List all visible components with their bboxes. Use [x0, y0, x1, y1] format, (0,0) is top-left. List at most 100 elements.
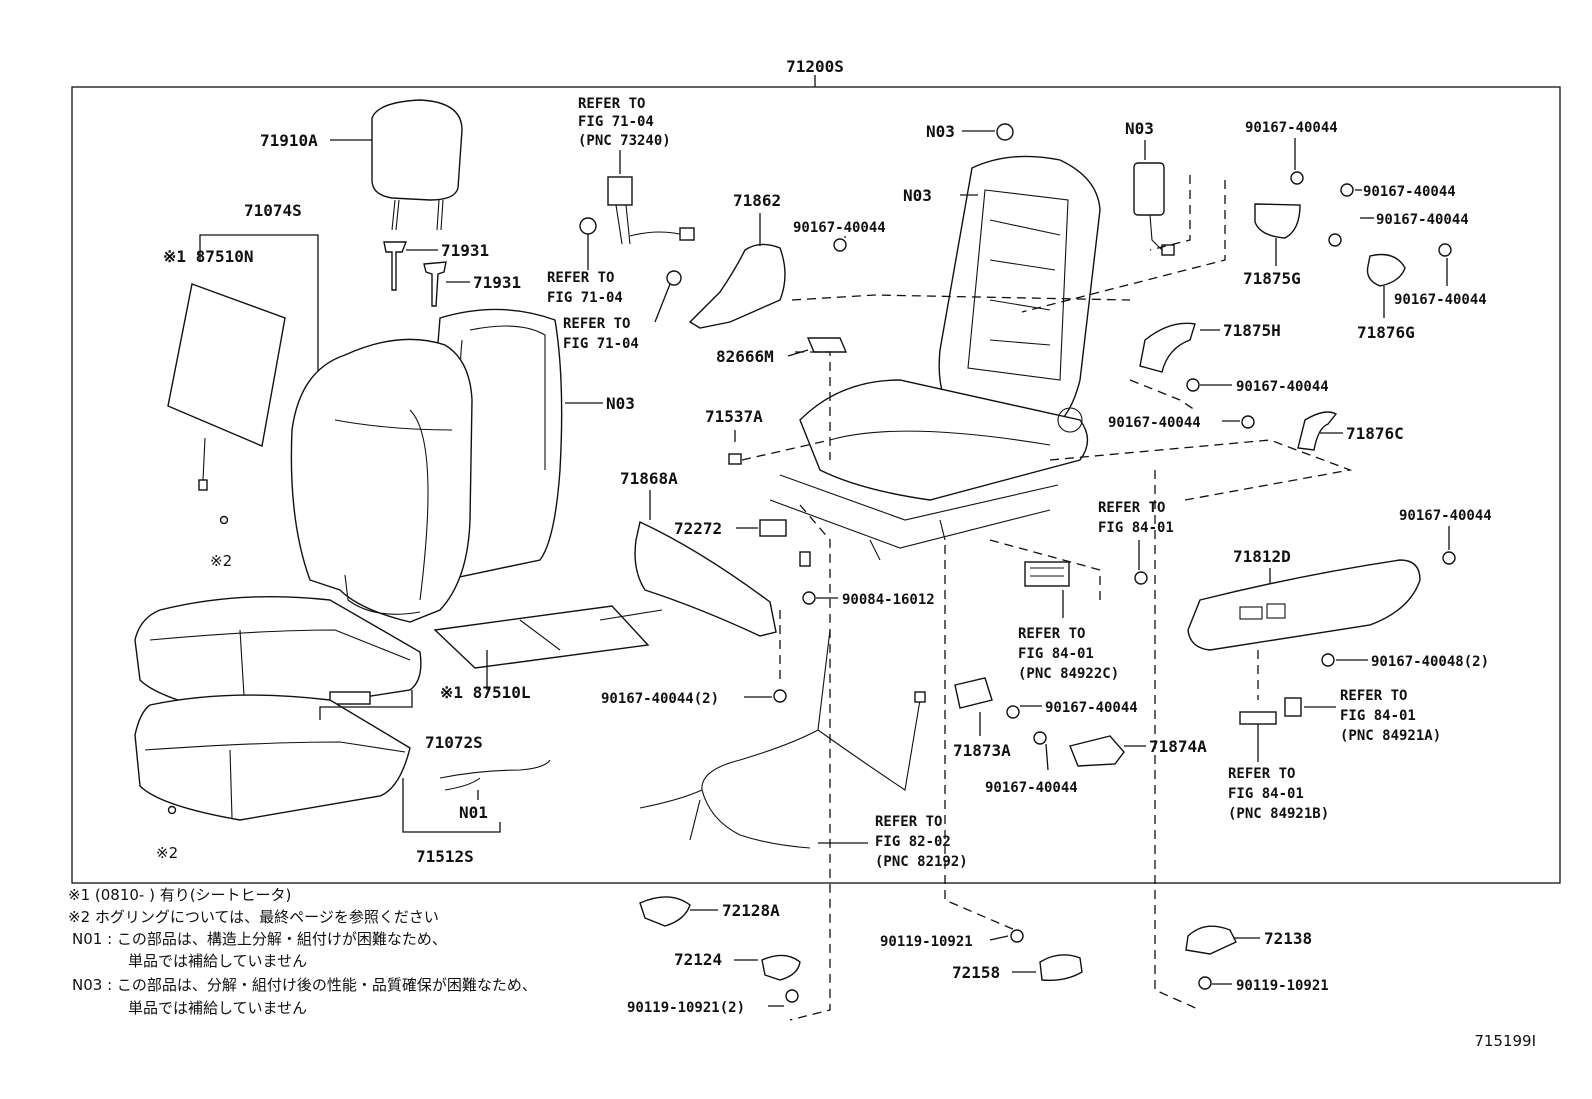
refer-71-04-b-line2: FIG 71-04 [547, 290, 623, 306]
connection-dashed-lines [741, 175, 1353, 1021]
refer-82-02-line2: FIG 82-02 [875, 834, 951, 850]
note-line-4: 単品では補給していません [128, 952, 307, 970]
refer-71-04-c-line2: FIG 71-04 [563, 336, 639, 352]
label-N01: N01 [459, 803, 488, 822]
refer-84-01-b-line3: (PNC 84922C) [1018, 666, 1119, 682]
clip-small-part [799, 551, 811, 567]
refer-84-01-b-line2: FIG 84-01 [1018, 646, 1094, 662]
label-90167-r3: 90167-40044 [1376, 212, 1469, 228]
bolt-r2-icon [1340, 183, 1354, 197]
label-90167-m2: 90167-40044 [985, 780, 1078, 796]
cover-71876C-part [1297, 411, 1338, 451]
label-N03-top: N03 [926, 122, 955, 141]
refer-84-01-d-line3: (PNC 84921B) [1228, 806, 1329, 822]
cover-72158-part [1039, 954, 1083, 982]
image-code: 715199I [1474, 1032, 1536, 1050]
label-90167-r7: 90167-40044 [1399, 508, 1492, 524]
switch-bracket-part [1024, 561, 1070, 587]
bolt-84-icon [1134, 571, 1148, 585]
label-N03-airbag: N03 [1125, 119, 1154, 138]
belt-anchor-nut-icon [666, 270, 682, 286]
label-71873A: 71873A [953, 741, 1011, 760]
hinge-cover-71875G-part [1254, 203, 1301, 239]
refer-82-02-line1: REFER TO [875, 814, 942, 830]
label-90167-r5: 90167-40044 [1236, 379, 1329, 395]
cover-71875H-part [1139, 322, 1196, 373]
refer-84-01-d-line1: REFER TO [1228, 766, 1295, 782]
label-90167-top-center: 90167-40044 [793, 220, 886, 236]
label-72272: 72272 [674, 519, 722, 538]
label-71876G: 71876G [1357, 323, 1415, 342]
clip-72272-part [759, 519, 787, 537]
label-90167-40048: 90167-40048(2) [1371, 654, 1489, 670]
cover-72138-part [1185, 925, 1237, 955]
label-90084: 90084-16012 [842, 592, 935, 608]
footnotes: ※1 (0810- ) 有り(シートヒータ) ※2 ホグリングについては、最終ペ… [68, 886, 537, 1017]
note-line-5: N03 : この部品は、分解・組付け後の性能・品質確保が困難なため、 [72, 976, 537, 994]
note-line-6: 単品では補給していません [128, 999, 307, 1017]
label-72128A: 72128A [722, 901, 780, 920]
note-line-1: ※1 (0810- ) 有り(シートヒータ) [68, 886, 291, 904]
note-line-2: ※2 ホグリングについては、最終ページを参照ください [68, 908, 439, 926]
cover-72124-part [761, 954, 801, 981]
recliner-cover-part [688, 243, 786, 329]
label-90167-40044-2: 90167-40044(2) [601, 691, 719, 707]
seat-belt-buckle-part [607, 176, 695, 245]
seat-back-pad-part [290, 338, 473, 623]
bolt-icon [833, 238, 847, 252]
label-90167-r2: 90167-40044 [1363, 184, 1456, 200]
seat-wire-n01-part [439, 759, 551, 791]
label-71875G: 71875G [1243, 269, 1301, 288]
refer-82-02-line3: (PNC 82192) [875, 854, 968, 870]
seat-cushion-pad-part [134, 694, 411, 821]
label-90167-r6: 90167-40044 [1108, 415, 1201, 431]
label-72138: 72138 [1264, 929, 1312, 948]
bolt-r3-icon [1328, 233, 1342, 247]
refer-84-01-c-line2: FIG 84-01 [1340, 708, 1416, 724]
label-90119-2: 90119-10921(2) [627, 1000, 745, 1016]
label-71874A: 71874A [1149, 737, 1207, 756]
label-87510L: ※1 87510L [440, 683, 530, 702]
refer-84-01-a-line2: FIG 84-01 [1098, 520, 1174, 536]
bolt-bottom-2-icon [785, 989, 799, 1003]
bolt-90084-icon [802, 591, 816, 605]
label-71875H: 71875H [1223, 321, 1281, 340]
bracket-82666M-part [806, 337, 848, 353]
side-shield-71868A-part [634, 520, 777, 637]
back-heater-pad-part [167, 283, 286, 491]
label-71537A: 71537A [705, 407, 763, 426]
refer-71-04-b-line1: REFER TO [547, 270, 614, 286]
bolt-bottom-a-icon [1010, 929, 1024, 943]
seat-wire-harness-part [639, 629, 926, 849]
label-note2-b: ※2 [156, 844, 178, 862]
side-shield-71812D-part [1187, 559, 1421, 651]
cover-72128A-part [639, 896, 691, 927]
switch-knob-b-part [1284, 697, 1302, 717]
clip-71537A-part [728, 453, 742, 465]
refer-71-04-a-line2: FIG 71-04 [578, 114, 654, 130]
seat-cushion-cover-part [134, 595, 422, 717]
label-90167-m1: 90167-40044 [1045, 700, 1138, 716]
refer-71-04-a-line1: REFER TO [578, 96, 645, 112]
label-71072S: 71072S [425, 733, 483, 752]
bolt-r1-icon [1290, 171, 1304, 185]
belt-nut-icon [579, 217, 597, 235]
side-airbag-part [1133, 162, 1175, 256]
refer-84-01-c-line3: (PNC 84921A) [1340, 728, 1441, 744]
label-82666M: 82666M [716, 347, 774, 366]
bolt-r6-icon [1241, 415, 1255, 429]
label-71862: 71862 [733, 191, 781, 210]
label-90167-r4: 90167-40044 [1394, 292, 1487, 308]
label-72158: 72158 [952, 963, 1000, 982]
bolt-r7-icon [1442, 551, 1456, 565]
assembly-frame [71, 86, 1561, 884]
refer-84-01-b-line1: REFER TO [1018, 626, 1085, 642]
label-71910A: 71910A [260, 131, 318, 150]
refer-84-01-a-line1: REFER TO [1098, 500, 1165, 516]
label-71074S: 71074S [244, 201, 302, 220]
seat-frame-part [769, 155, 1101, 561]
label-71868A: 71868A [620, 469, 678, 488]
bolt-bottom-b-icon [1198, 976, 1212, 990]
label-71931-a: 71931 [441, 241, 489, 260]
